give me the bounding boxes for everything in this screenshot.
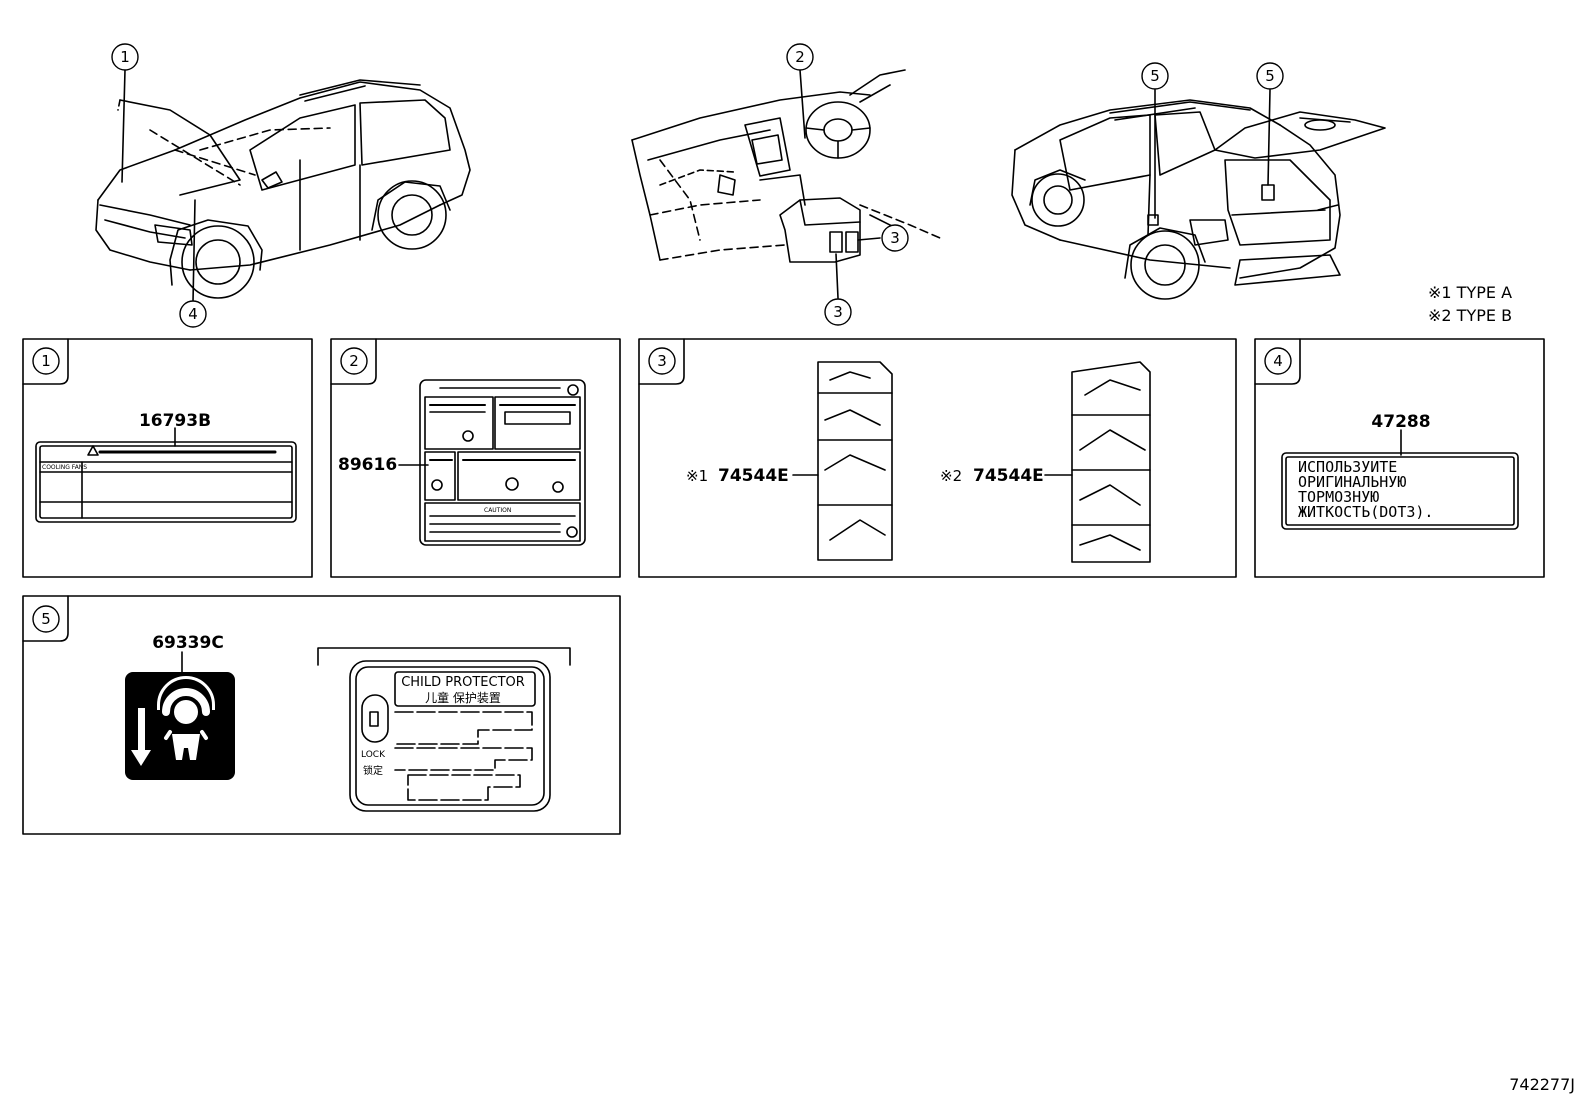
part-number-69339c: 69339C bbox=[152, 633, 224, 653]
lock-label-chinese: 锁定 bbox=[363, 764, 383, 777]
panel-4-frame bbox=[1254, 338, 1545, 578]
callout-2-top: 2 bbox=[795, 48, 805, 66]
vehicle-rear-illustration bbox=[1011, 99, 1386, 300]
panel-4-number: 4 bbox=[1273, 352, 1283, 370]
russian-line-4: ЖИТКОСТЬ(DOT3). bbox=[1298, 503, 1433, 521]
label-child-protector bbox=[317, 647, 571, 812]
panel-3-frame bbox=[638, 338, 1237, 578]
panel-1-frame bbox=[22, 338, 313, 578]
label-69339c bbox=[125, 651, 235, 780]
panel-5-frame bbox=[22, 595, 621, 835]
part-number-16793b: 16793B bbox=[139, 411, 211, 431]
child-protector-title: CHILD PROTECTOR bbox=[401, 675, 525, 690]
russian-line-1: ИСПОЛЬЗУИТЕ bbox=[1298, 458, 1397, 476]
russian-line-2: ОРИГИНАЛЬНУЮ bbox=[1298, 473, 1406, 491]
callout-leaders bbox=[121, 69, 1271, 303]
label-89616 bbox=[398, 379, 586, 546]
lock-label: LOCK bbox=[361, 750, 386, 760]
child-protector-chinese: 儿童 保护装置 bbox=[425, 690, 501, 705]
callout-4-top: 4 bbox=[188, 305, 198, 323]
part-number-74544e-b: 74544E bbox=[973, 466, 1044, 486]
part-number-89616: 89616 bbox=[338, 455, 397, 475]
label-16793b bbox=[35, 427, 297, 523]
legend-type-b: ※2 TYPE B bbox=[1428, 306, 1512, 325]
panel-1-number: 1 bbox=[41, 352, 51, 370]
panel-2-frame bbox=[330, 338, 621, 578]
russian-line-3: ТОРМОЗНУЮ bbox=[1298, 488, 1379, 506]
callout-5-right: 5 bbox=[1265, 67, 1275, 85]
vehicle-front-illustration bbox=[95, 79, 471, 299]
label-74544e-type-a bbox=[792, 361, 893, 561]
interior-illustration bbox=[631, 69, 941, 263]
callout-3-right: 3 bbox=[890, 229, 900, 247]
caution-text: CAUTION bbox=[484, 507, 511, 514]
panel-2-number: 2 bbox=[349, 352, 359, 370]
label-47288 bbox=[1281, 429, 1519, 530]
panel-3-number: 3 bbox=[657, 352, 667, 370]
cooling-fans-text: COOLING FANS bbox=[42, 464, 87, 471]
part-number-74544e-a: 74544E bbox=[718, 466, 789, 486]
diagram-id: 742277J bbox=[1509, 1075, 1575, 1094]
part-number-47288: 47288 bbox=[1371, 412, 1430, 432]
legend-type-a: ※1 TYPE A bbox=[1428, 283, 1512, 302]
callout-1-top: 1 bbox=[120, 48, 130, 66]
panel-5-number: 5 bbox=[41, 610, 51, 628]
type-a-mark: ※1 bbox=[686, 467, 708, 485]
callout-3-bottom: 3 bbox=[833, 303, 843, 321]
type-b-mark: ※2 bbox=[940, 467, 962, 485]
callout-5-left: 5 bbox=[1150, 67, 1160, 85]
label-74544e-type-b bbox=[1044, 361, 1151, 563]
